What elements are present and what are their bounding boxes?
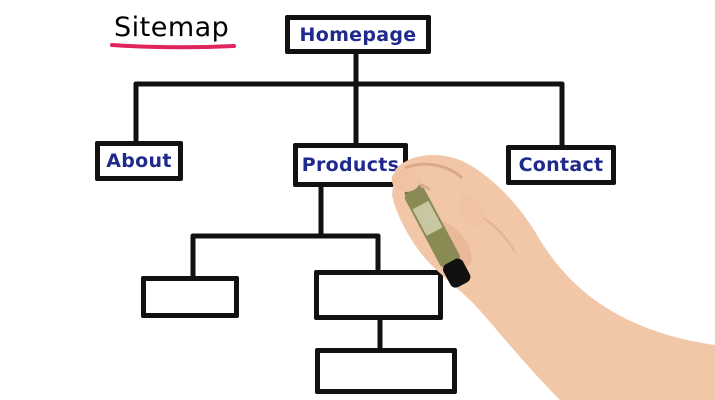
title-underline <box>110 43 236 50</box>
node-empty-middle <box>314 270 443 320</box>
node-homepage: Homepage <box>285 15 431 54</box>
node-homepage-label: Homepage <box>299 23 417 46</box>
node-products-label: Products <box>301 154 400 176</box>
node-products: Products <box>293 143 408 187</box>
node-about: About <box>95 141 183 181</box>
node-empty-bottom <box>315 348 457 394</box>
node-empty-left <box>141 276 239 318</box>
node-about-label: About <box>106 150 172 172</box>
diagram-title: Sitemap <box>114 12 230 43</box>
node-contact-label: Contact <box>518 154 604 176</box>
node-contact: Contact <box>506 145 616 185</box>
